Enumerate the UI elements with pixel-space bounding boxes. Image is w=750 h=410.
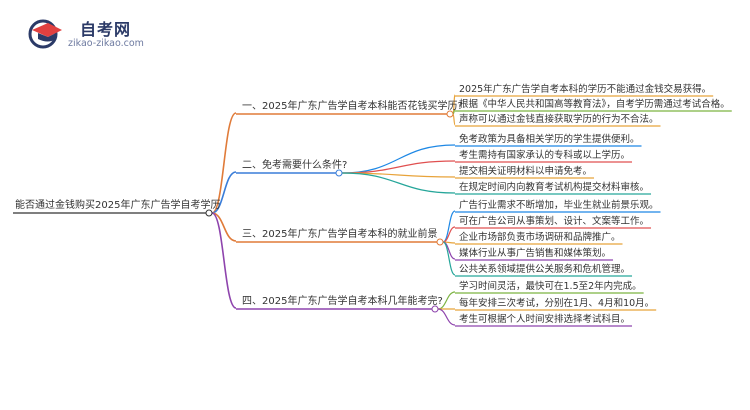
branch-node-dot[interactable]: [335, 169, 343, 177]
leaf-label: 2025年广东广告学自考本科的学历不能通过金钱交易获得。: [459, 83, 711, 95]
branch-edge: [211, 212, 237, 309]
brand-name: 自考网: [80, 20, 132, 39]
leaf-label: 可在广告公司从事策划、设计、文案等工作。: [459, 215, 649, 227]
graduation-cap-icon: [28, 19, 62, 49]
mindmap-edges: [13, 94, 732, 327]
leaf-label: 学习时间灵活，最快可在1.5至2年内完成。: [459, 280, 642, 292]
branch-label: 二、免考需要什么条件?: [242, 158, 347, 171]
branch-node-dot[interactable]: [446, 110, 454, 118]
mindmap-root-label: 能否通过金钱购买2025年广东广告学自考学历: [15, 198, 220, 211]
leaf-label: 公共关系领域提供公关服务和危机管理。: [459, 263, 630, 275]
leaf-edge: [341, 172, 456, 194]
leaf-edge: [341, 160, 456, 174]
leaf-label: 媒体行业从事广告销售和媒体策划。: [459, 247, 611, 259]
branch-node-dot[interactable]: [431, 305, 439, 313]
leaf-label: 提交相关证明材料以申请免考。: [459, 165, 592, 177]
leaf-label: 广告行业需求不断增加，毕业生就业前景乐观。: [459, 199, 659, 211]
leaf-label: 在规定时间内向教育考试机构提交材料审核。: [459, 181, 649, 193]
leaf-edge: [437, 308, 456, 326]
leaf-edge: [452, 113, 456, 126]
leaf-label: 考生需持有国家承认的专科或以上学历。: [459, 149, 630, 161]
branch-edge: [211, 171, 237, 214]
leaf-label: 根据《中华人民共和国高等教育法》，自考学历需通过考试合格。: [459, 98, 730, 110]
leaf-edge: [442, 241, 456, 276]
brand-url: zikao-zikao.com: [68, 38, 144, 49]
leaf-label: 声称可以通过金钱直接获取学历的行为不合法。: [459, 113, 659, 125]
branch-edge: [211, 112, 237, 214]
leaf-label: 企业市场部负责市场调研和品牌推广。: [459, 231, 621, 243]
leaf-edge: [341, 144, 456, 174]
branch-node-dot[interactable]: [436, 238, 444, 246]
leaf-label: 考生可根据个人时间安排选择考试科目。: [459, 313, 630, 325]
leaf-edge: [442, 210, 456, 243]
brand-logo[interactable]: 自考网 zikao-zikao.com: [28, 14, 168, 54]
branch-label: 三、2025年广东广告学自考本科的就业前景: [242, 227, 437, 240]
branch-label: 一、2025年广东广告学自考本科能否花钱买学历?: [242, 99, 463, 112]
root-node-dot[interactable]: [205, 209, 213, 217]
leaf-label: 每年安排三次考试，分别在1月、4月和10月。: [459, 297, 654, 309]
branch-label: 四、2025年广东广告学自考本科几年能考完?: [242, 294, 443, 307]
mindmap-nodes: 能否通过金钱购买2025年广东广告学自考学历 一、2025年广东广告学自考本科能否…: [15, 83, 730, 325]
leaf-label: 免考政策为具备相关学历的学生提供便利。: [459, 133, 640, 145]
